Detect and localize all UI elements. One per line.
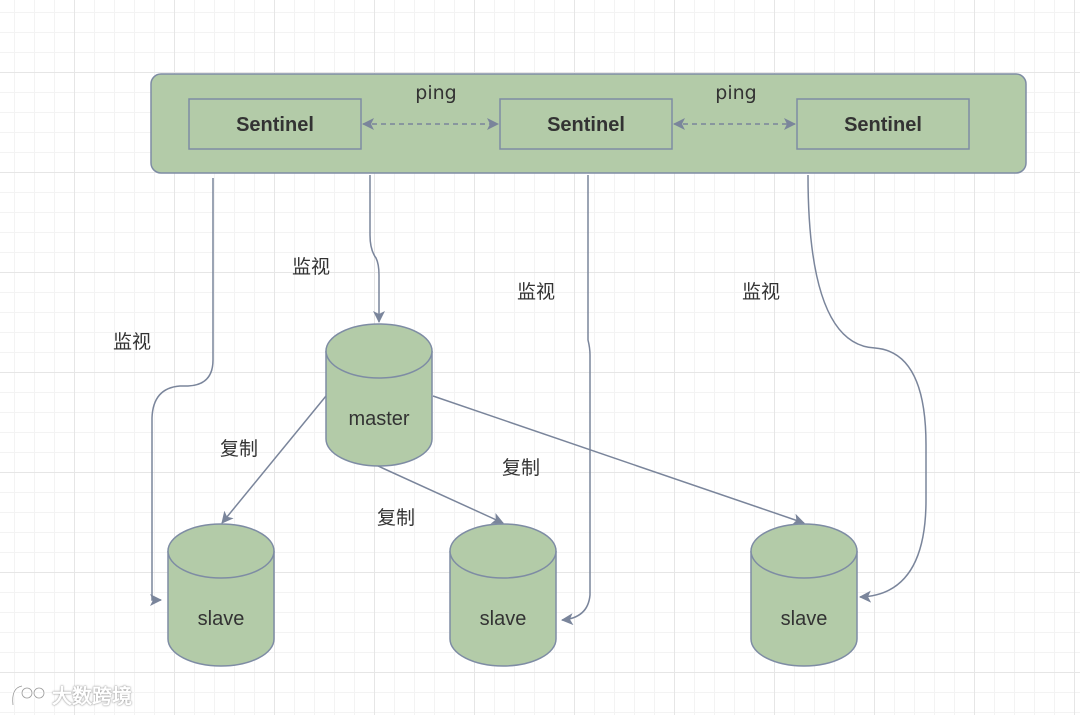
replicate-edge-to-slave-2[interactable] <box>377 465 504 524</box>
ping-label-1: ping <box>415 82 456 104</box>
slave-database-node-2[interactable]: slave <box>449 523 557 667</box>
monitor-label-1: 监视 <box>113 331 151 353</box>
slave-database-node-1[interactable]: slave <box>167 523 275 667</box>
monitor-edge-to-slave-2[interactable] <box>561 175 591 626</box>
replicate-label-1: 复制 <box>220 438 258 460</box>
monitor-edge-to-slave-3[interactable] <box>807 174 927 603</box>
monitor-edge-to-master[interactable] <box>369 175 385 323</box>
sentinel-node-2[interactable]: Sentinel <box>499 98 673 150</box>
watermark: 大数跨境 <box>10 680 132 709</box>
slave-1-label: slave <box>198 608 245 630</box>
monitor-label-2: 监视 <box>292 256 330 278</box>
sentinel-3-label: Sentinel <box>844 114 922 136</box>
slave-2-label: slave <box>480 608 527 630</box>
slave-database-node-3[interactable]: slave <box>750 523 858 667</box>
replicate-edge-to-slave-3[interactable] <box>432 395 805 526</box>
replicate-label-2: 复制 <box>377 507 415 529</box>
monitor-label-3: 监视 <box>517 281 555 303</box>
monitor-label-4: 监视 <box>742 281 780 303</box>
sentinel-node-3[interactable]: Sentinel <box>796 98 970 150</box>
replicate-label-3: 复制 <box>502 457 540 479</box>
ping-label-2: ping <box>715 82 756 104</box>
watermark-logo-icon <box>11 684 46 705</box>
master-label: master <box>348 408 409 430</box>
sentinel-1-label: Sentinel <box>236 114 314 136</box>
sentinel-node-1[interactable]: Sentinel <box>188 98 362 150</box>
slave-3-label: slave <box>781 608 828 630</box>
master-database-node[interactable]: master <box>325 323 433 467</box>
monitor-edge-to-slave-1[interactable] <box>150 178 214 606</box>
replicate-edge-to-slave-1[interactable] <box>221 395 327 524</box>
watermark-text: 大数跨境 <box>52 684 132 708</box>
sentinel-2-label: Sentinel <box>547 114 625 136</box>
